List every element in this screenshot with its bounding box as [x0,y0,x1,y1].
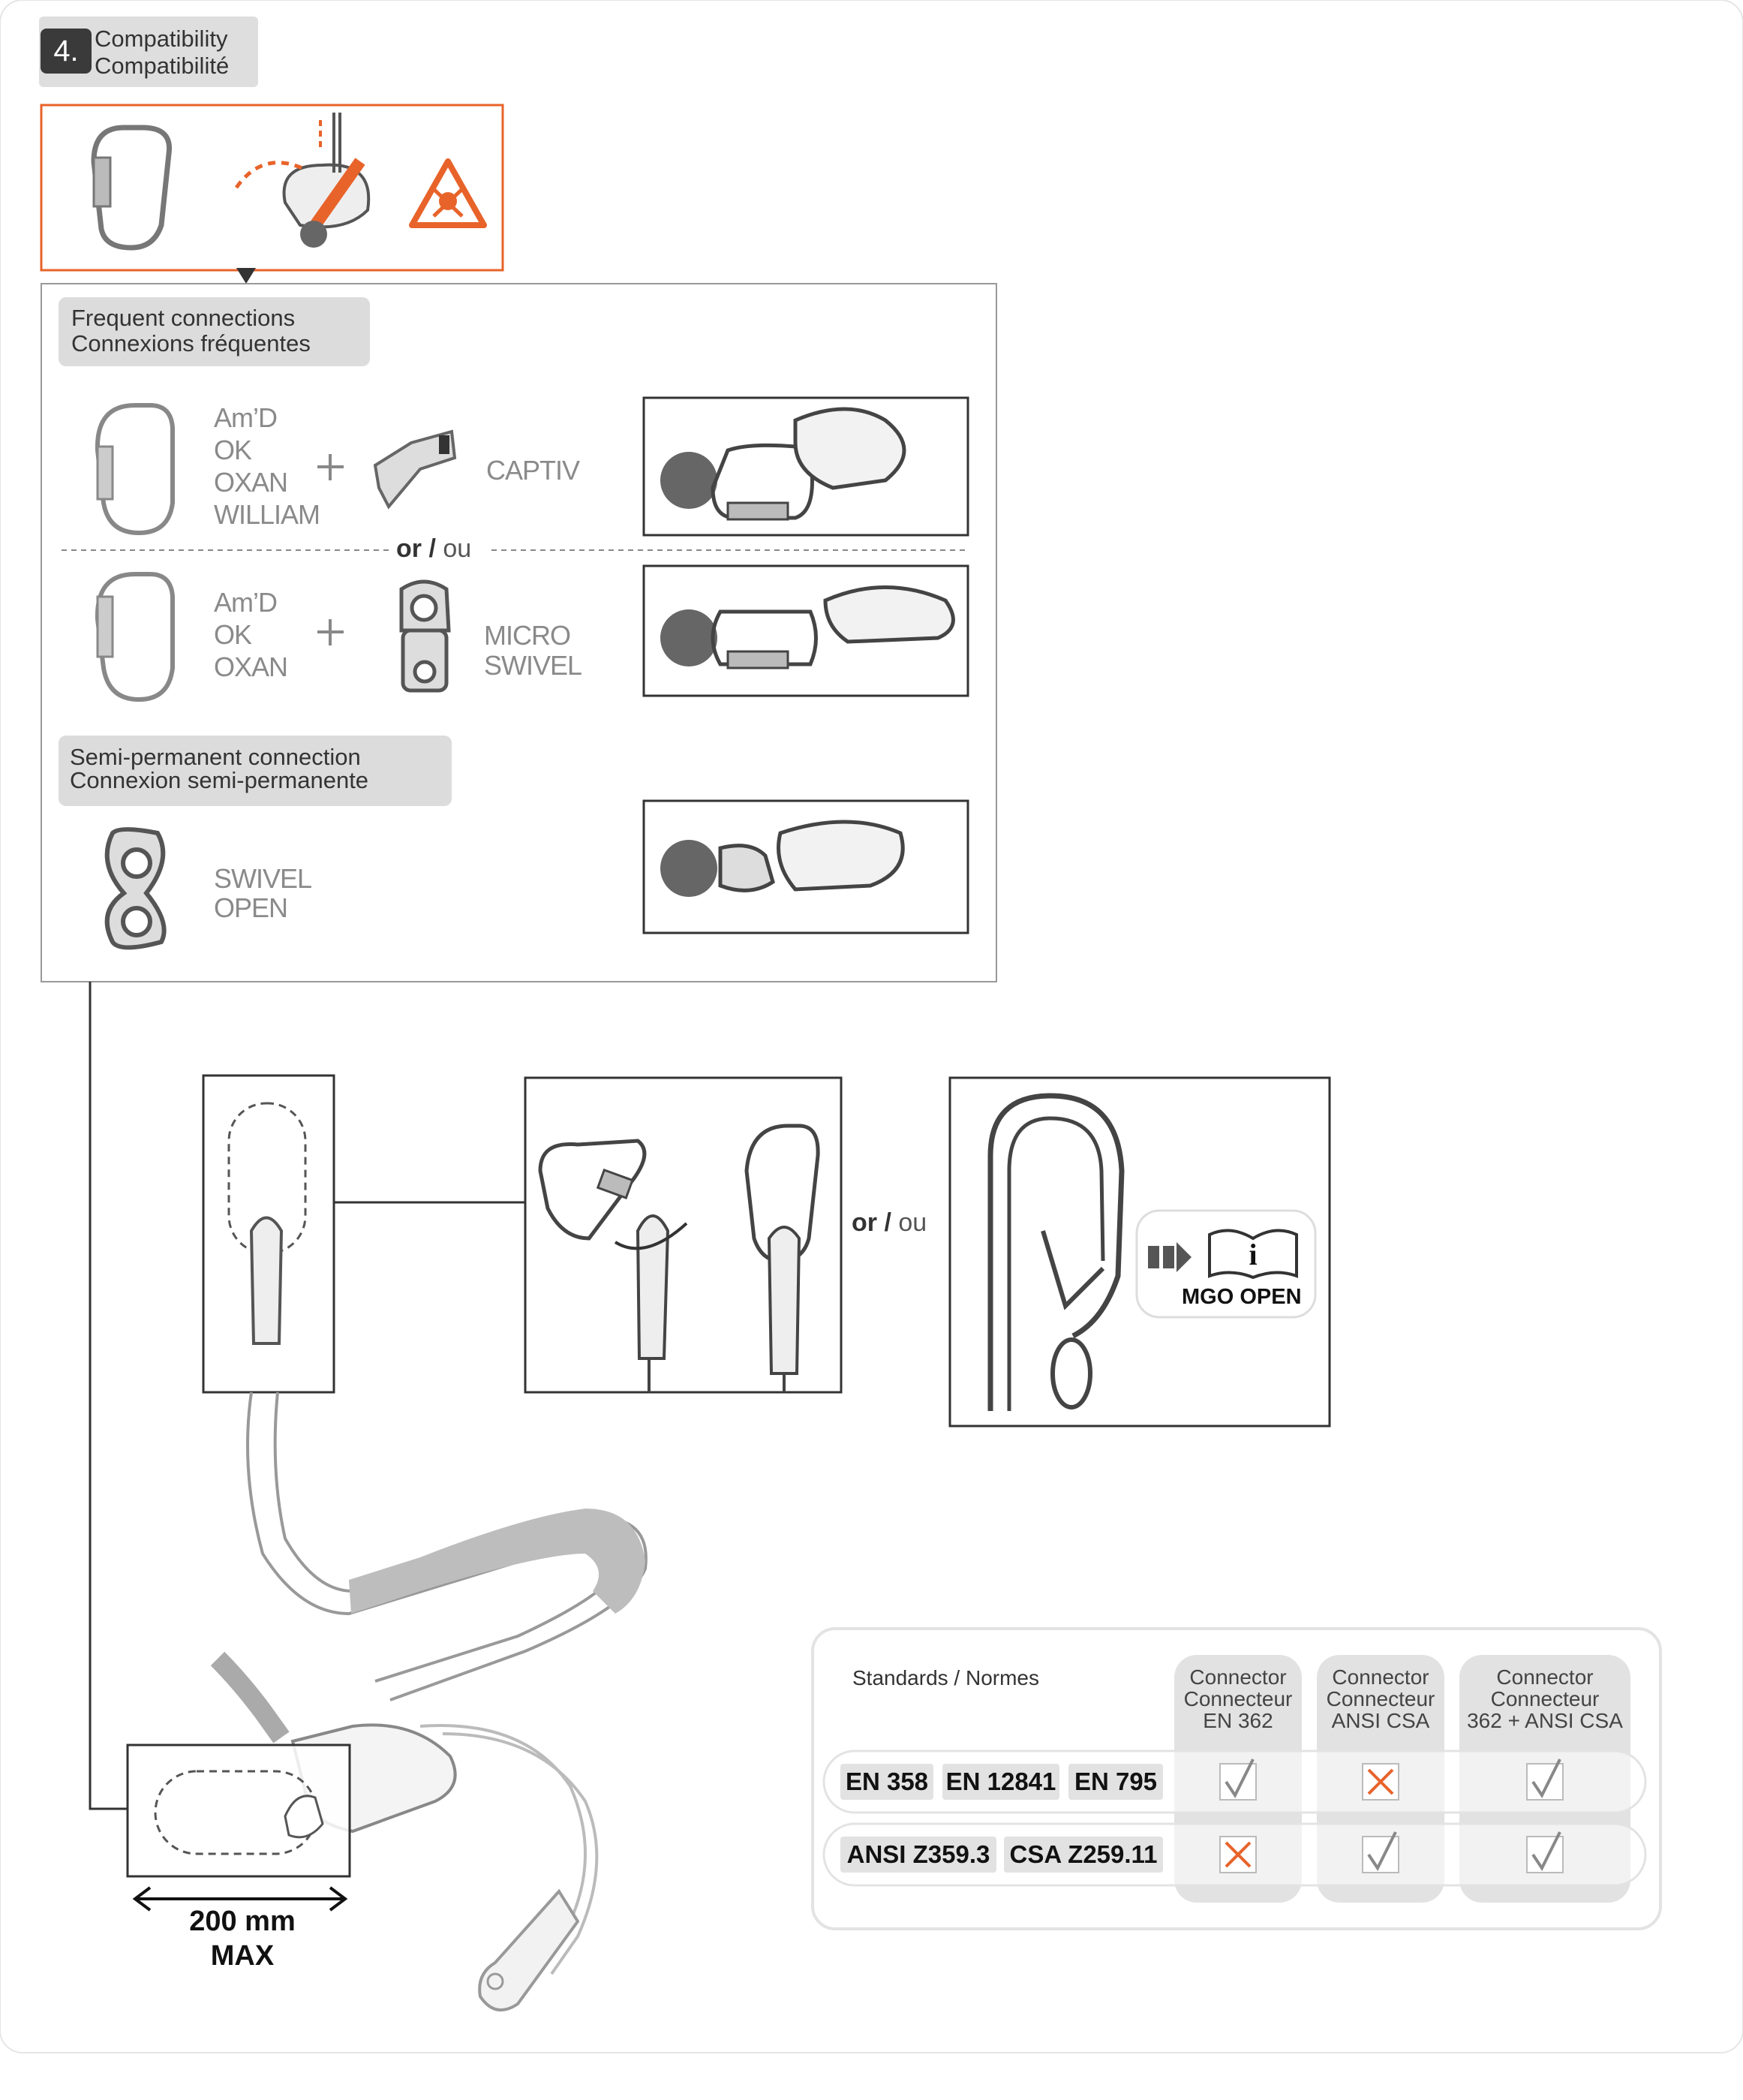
semi-permanent-heading-en: Semi-permanent connection [70,744,361,770]
connector-name: WILLIAM [214,499,320,530]
carabiner-icon [91,125,173,251]
connector-name: OK [214,619,252,650]
section-title-en: Compatibility [95,26,228,52]
accessory-name: MICRO [484,620,571,651]
danger-icon [409,158,487,228]
check-icon [1362,1831,1399,1873]
section-title-fr: Compatibilité [95,53,230,79]
arrow-down-icon [236,268,256,284]
or-separator: or / ou [396,534,472,563]
section-number: 4. [41,29,92,74]
swivel-name: SWIVEL [214,863,312,894]
swivel-name: OPEN [214,892,288,923]
standard-tag: EN 358 [840,1764,933,1800]
check-icon [1526,1759,1564,1801]
accessory-name: SWIVEL [484,650,582,681]
connector-name: Am’D [214,587,278,618]
connector-name: OXAN [214,651,288,682]
check-icon [1219,1759,1257,1801]
column-header-en362: Connector Connecteur EN 362 [1183,1665,1293,1732]
standard-tag: CSA Z259.11 [1004,1837,1163,1873]
standard-tag: EN 795 [1068,1764,1163,1800]
column-header-ansi-csa: Connector Connecteur ANSI CSA [1326,1665,1435,1732]
max-length-label: 200 mm MAX [189,1906,296,1972]
semi-permanent-heading-fr: Connexion semi-permanente [70,767,369,793]
standard-tag: EN 12841 [942,1764,1059,1800]
connector-name: OK [214,435,252,465]
standard-tag: ANSI Z359.3 [840,1837,996,1873]
standards-title: Standards / Normes [852,1666,1039,1689]
frequent-heading-en: Frequent connections [71,305,296,331]
cross-icon [1219,1836,1257,1873]
rope-adjuster-icon [234,113,371,248]
connector-name: Am’D [214,402,278,433]
accessory-name: CAPTIV [486,455,580,486]
cross-icon [1362,1763,1399,1801]
semi-permanent-heading-chip [59,736,452,806]
column-header-both: Connector Connecteur 362 + ANSI CSA [1467,1665,1623,1732]
or-separator: or / ou [852,1208,927,1237]
connector-name: OXAN [214,467,288,498]
frequent-heading-chip [59,297,370,366]
warning-box [40,104,504,272]
mgo-open-label: MGO OPEN [1182,1285,1302,1309]
svg-text:i: i [1249,1238,1257,1271]
frequent-heading-fr: Connexions fréquentes [71,330,311,357]
check-icon [1526,1831,1564,1873]
